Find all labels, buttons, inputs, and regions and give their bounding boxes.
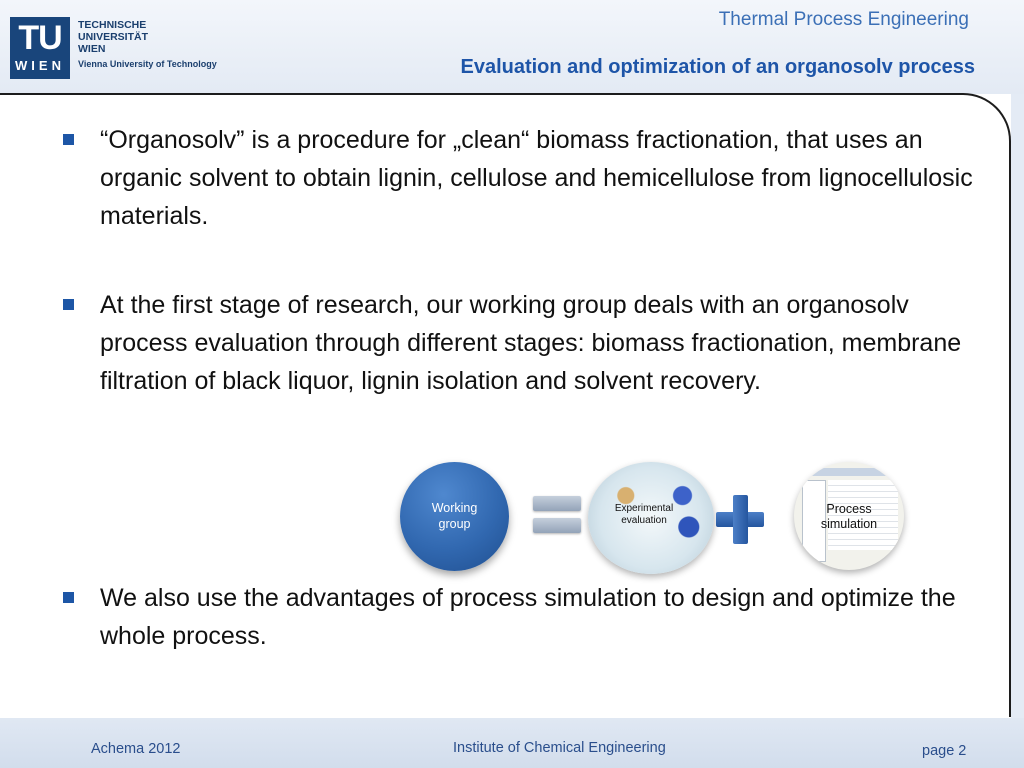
equals-icon-top-bar: [533, 496, 581, 511]
bullet-item-process-simulation: We also use the advantages of process si…: [60, 579, 980, 655]
slide-content-frame: [0, 93, 1011, 717]
simulation-label-line2: simulation: [820, 517, 878, 531]
university-name-line3: WIEN: [78, 43, 106, 55]
square-bullet-icon: [63, 299, 74, 310]
footer-band: [0, 718, 1024, 768]
equals-icon-bottom-bar: [533, 518, 581, 533]
university-name: TECHNISCHE UNIVERSITÄT WIEN Vienna Unive…: [78, 19, 248, 70]
experimental-label-line1: Experimental: [614, 503, 674, 514]
experimental-evaluation-circle: Experimental evaluation: [588, 462, 714, 574]
experimental-evaluation-label: Experimental evaluation: [588, 503, 700, 527]
process-simulation-circle: Process simulation: [794, 462, 904, 570]
footer-event: Achema 2012: [91, 741, 181, 757]
software-window-table: [828, 480, 898, 550]
working-group-label-line1: Working: [431, 501, 478, 515]
right-margin-decoration: [1011, 94, 1024, 718]
footer-institute: Institute of Chemical Engineering: [453, 740, 666, 756]
university-name-line2: UNIVERSITÄT: [78, 31, 149, 43]
bullet-item-research-stages: At the first stage of research, our work…: [60, 286, 980, 400]
working-group-label: Working group: [400, 500, 509, 532]
plus-icon-vertical: [733, 495, 748, 544]
software-window-tree-panel: [802, 480, 826, 562]
bullet-text: “Organosolv” is a procedure for „clean“ …: [100, 126, 973, 230]
logo-mark-tu: TU: [18, 19, 62, 57]
process-simulation-label: Process simulation: [794, 502, 904, 532]
bullet-text: At the first stage of research, our work…: [100, 291, 962, 395]
university-name-line1: TECHNISCHE: [78, 19, 147, 31]
header-topic: Thermal Process Engineering: [718, 9, 969, 30]
logo-mark-wien: WIEN: [15, 58, 65, 73]
bullet-item-organosolv-definition: “Organosolv” is a procedure for „clean“ …: [60, 121, 980, 235]
experimental-label-line2: evaluation: [621, 515, 667, 526]
university-name-english: Vienna University of Technology: [78, 59, 217, 69]
footer-page-number: page 2: [922, 743, 967, 759]
slide-title: Evaluation and optimization of an organo…: [460, 56, 975, 78]
square-bullet-icon: [63, 134, 74, 145]
working-group-label-line2: group: [438, 517, 471, 531]
working-group-circle: Working group: [400, 462, 509, 571]
square-bullet-icon: [63, 592, 74, 603]
tu-wien-logo-icon: TU WIEN: [10, 17, 70, 79]
software-window-titlebar: [794, 468, 904, 476]
header-band: [0, 0, 1024, 94]
bullet-text: We also use the advantages of process si…: [100, 584, 956, 650]
simulation-label-line1: Process: [826, 502, 872, 516]
